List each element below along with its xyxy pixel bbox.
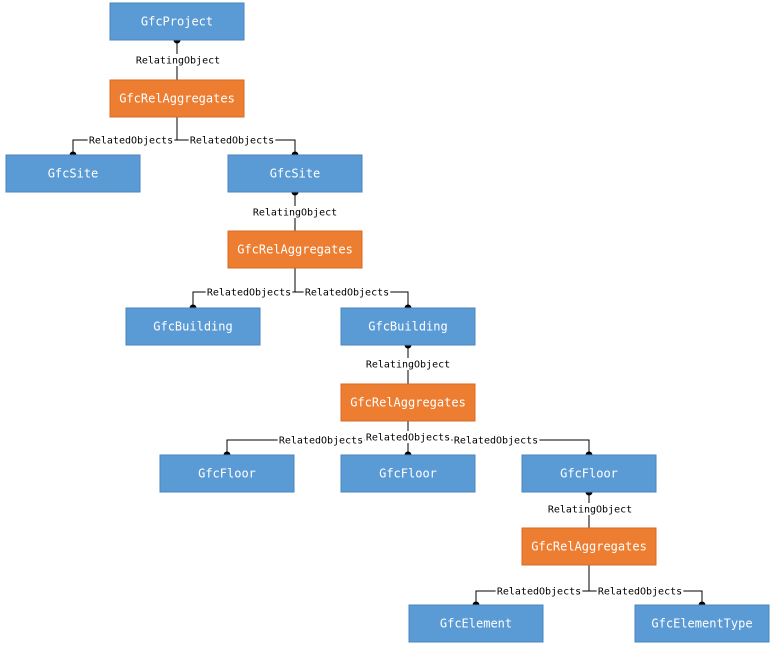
node-label: GfcFloor xyxy=(560,467,618,481)
edge-label-background xyxy=(364,431,452,443)
node-box xyxy=(159,454,295,493)
node-box xyxy=(109,2,245,41)
edge-label-background xyxy=(188,134,276,146)
node-box xyxy=(227,230,363,269)
relation-node-rel4[interactable]: GfcRelAggregates xyxy=(521,527,657,566)
edge-label-background xyxy=(134,54,222,66)
edge-label-background xyxy=(251,206,339,218)
edge-label-group: RelatedObjects xyxy=(364,431,452,444)
node-label: GfcSite xyxy=(48,167,99,181)
node-box xyxy=(340,307,476,346)
node-box xyxy=(340,383,476,422)
related-objects-label: RelatedObjects xyxy=(366,433,450,444)
relating-object-label: RelatingObject xyxy=(253,208,337,219)
relating-object-label: RelatingObject xyxy=(136,56,220,67)
edge-label-background xyxy=(596,585,684,597)
node-label: GfcElement xyxy=(440,617,512,631)
node-box xyxy=(340,454,476,493)
related-objects-label: RelatedObjects xyxy=(207,288,291,299)
entity-node-project[interactable]: GfcProject xyxy=(109,2,245,41)
node-label: GfcElementType xyxy=(651,617,752,631)
entity-node-floor1[interactable]: GfcFloor xyxy=(159,454,295,493)
entity-node-elementtype[interactable]: GfcElementType xyxy=(634,604,770,643)
node-box xyxy=(227,154,363,193)
edge-label-group: RelatedObjects xyxy=(303,286,391,299)
edge-label-group: RelatedObjects xyxy=(205,286,293,299)
relating-object-label: RelatingObject xyxy=(548,505,632,516)
node-box xyxy=(521,527,657,566)
node-label: GfcRelAggregates xyxy=(350,396,466,410)
entity-node-floor2[interactable]: GfcFloor xyxy=(340,454,476,493)
edge-label-group: RelatedObjects xyxy=(277,434,365,447)
node-label: GfcRelAggregates xyxy=(119,92,235,106)
edge-label-group: RelatedObjects xyxy=(188,134,276,147)
edge-label-background xyxy=(205,286,293,298)
relating-object-label: RelatingObject xyxy=(366,360,450,371)
relation-node-rel2[interactable]: GfcRelAggregates xyxy=(227,230,363,269)
node-label: GfcSite xyxy=(270,167,321,181)
relation-node-rel1[interactable]: GfcRelAggregates xyxy=(109,79,245,118)
edge-label-background xyxy=(495,585,583,597)
related-objects-label: RelatedObjects xyxy=(598,587,682,598)
node-box xyxy=(5,154,141,193)
edge-label-group: RelatedObjects xyxy=(596,585,684,598)
node-box xyxy=(109,79,245,118)
edge-label-background xyxy=(364,358,452,370)
node-label: GfcFloor xyxy=(379,467,437,481)
node-box xyxy=(408,604,544,643)
related-objects-label: RelatedObjects xyxy=(279,436,363,447)
node-label: GfcBuilding xyxy=(368,320,447,334)
node-label: GfcRelAggregates xyxy=(237,243,353,257)
related-objects-label: RelatedObjects xyxy=(454,436,538,447)
edge-label-background xyxy=(546,503,634,515)
related-objects-label: RelatedObjects xyxy=(89,136,173,147)
node-label: GfcBuilding xyxy=(153,320,232,334)
edge-label-group: RelatedObjects xyxy=(87,134,175,147)
edge-label-group: RelatingObject xyxy=(251,206,339,219)
related-objects-label: RelatedObjects xyxy=(305,288,389,299)
node-label: GfcFloor xyxy=(198,467,256,481)
related-objects-label: RelatedObjects xyxy=(497,587,581,598)
entity-node-site1[interactable]: GfcSite xyxy=(5,154,141,193)
node-box xyxy=(125,307,261,346)
entity-node-building1[interactable]: GfcBuilding xyxy=(125,307,261,346)
edge-label-group: RelatingObject xyxy=(134,54,222,67)
entity-node-building2[interactable]: GfcBuilding xyxy=(340,307,476,346)
entity-node-site2[interactable]: GfcSite xyxy=(227,154,363,193)
edge-label-group: RelatedObjects xyxy=(452,434,540,447)
edge-label-background xyxy=(87,134,175,146)
edge-label-group: RelatingObject xyxy=(546,503,634,516)
node-box xyxy=(634,604,770,643)
edge-label-background xyxy=(452,434,540,446)
entity-node-floor3[interactable]: GfcFloor xyxy=(521,454,657,493)
edge-label-group: RelatingObject xyxy=(364,358,452,371)
edge-label-background xyxy=(303,286,391,298)
node-label: GfcRelAggregates xyxy=(531,540,647,554)
edge-label-background xyxy=(277,434,365,446)
related-objects-label: RelatedObjects xyxy=(190,136,274,147)
entity-node-element[interactable]: GfcElement xyxy=(408,604,544,643)
node-label: GfcProject xyxy=(141,15,213,29)
node-box xyxy=(521,454,657,493)
relation-node-rel3[interactable]: GfcRelAggregates xyxy=(340,383,476,422)
edge-label-group: RelatedObjects xyxy=(495,585,583,598)
